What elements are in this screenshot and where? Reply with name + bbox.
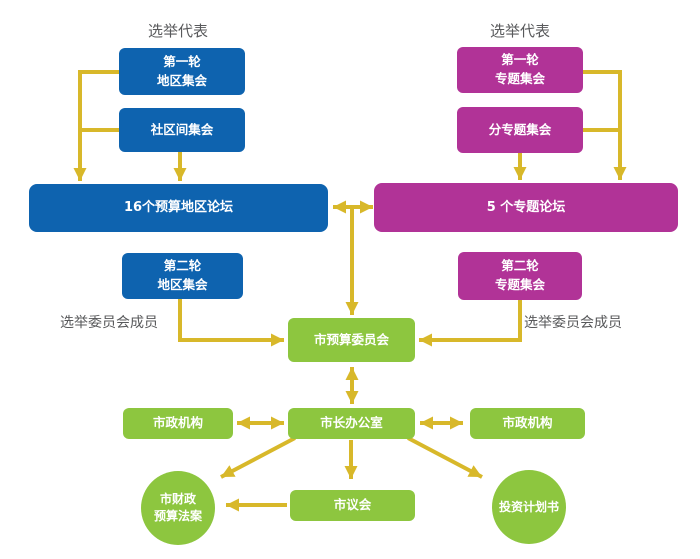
node-line: 第二轮	[163, 258, 202, 274]
node-thematic-round2: 第二轮 专题集会	[458, 252, 582, 300]
node-city-council: 市议会	[290, 490, 415, 521]
node-line: 专题集会	[494, 277, 545, 292]
node-thematic-round1: 第一轮 专题集会	[457, 47, 583, 93]
arrow-mayor-to-budget-bill	[220, 436, 296, 479]
node-city-finance-budget-bill: 市财政 预算法案	[141, 471, 215, 545]
node-line: 第二轮	[501, 258, 539, 274]
node-city-budget-committee: 市预算委员会	[288, 318, 415, 362]
arrow-district-round2-to-budget-committee	[178, 299, 284, 347]
arrow-thematic-round1-to-thematic-forums	[583, 70, 627, 180]
label-elect-committee-members-left: 选举委员会成员	[60, 315, 158, 331]
node-line: 地区集会	[156, 72, 207, 88]
label-elect-representatives-left: 选举代表	[147, 22, 208, 40]
label-elect-committee-members-right: 选举委员会成员	[524, 315, 622, 331]
node-line: 第一轮	[163, 53, 201, 69]
node-16-budget-district-forums: 16个预算地区论坛	[29, 184, 328, 232]
arrow-district-round1-to-district-forums	[73, 70, 119, 181]
node-line: 市财政	[159, 492, 196, 507]
node-municipal-agency-left: 市政机构	[123, 408, 233, 439]
node-5-thematic-forums: 5 个专题论坛	[374, 183, 678, 232]
node-district-round2: 第二轮 地区集会	[122, 253, 243, 299]
arrow-mayor-to-investment-plan	[407, 436, 483, 479]
node-line: 预算法案	[153, 509, 202, 523]
node-sub-thematic-assembly: 分专题集会	[457, 107, 583, 153]
node-line: 第一轮	[501, 52, 539, 68]
node-line: 专题集会	[494, 71, 545, 86]
node-inter-community-assembly: 社区间集会	[119, 108, 245, 152]
node-municipal-agency-right: 市政机构	[470, 408, 585, 439]
node-mayor-office: 市长办公室	[288, 408, 415, 439]
arrow-thematic-round2-to-budget-committee	[419, 300, 522, 347]
label-elect-representatives-right: 选举代表	[489, 22, 550, 40]
node-district-round1: 第一轮 地区集会	[119, 48, 245, 95]
node-investment-plan: 投资计划书	[492, 470, 566, 544]
node-line: 地区集会	[157, 277, 208, 292]
